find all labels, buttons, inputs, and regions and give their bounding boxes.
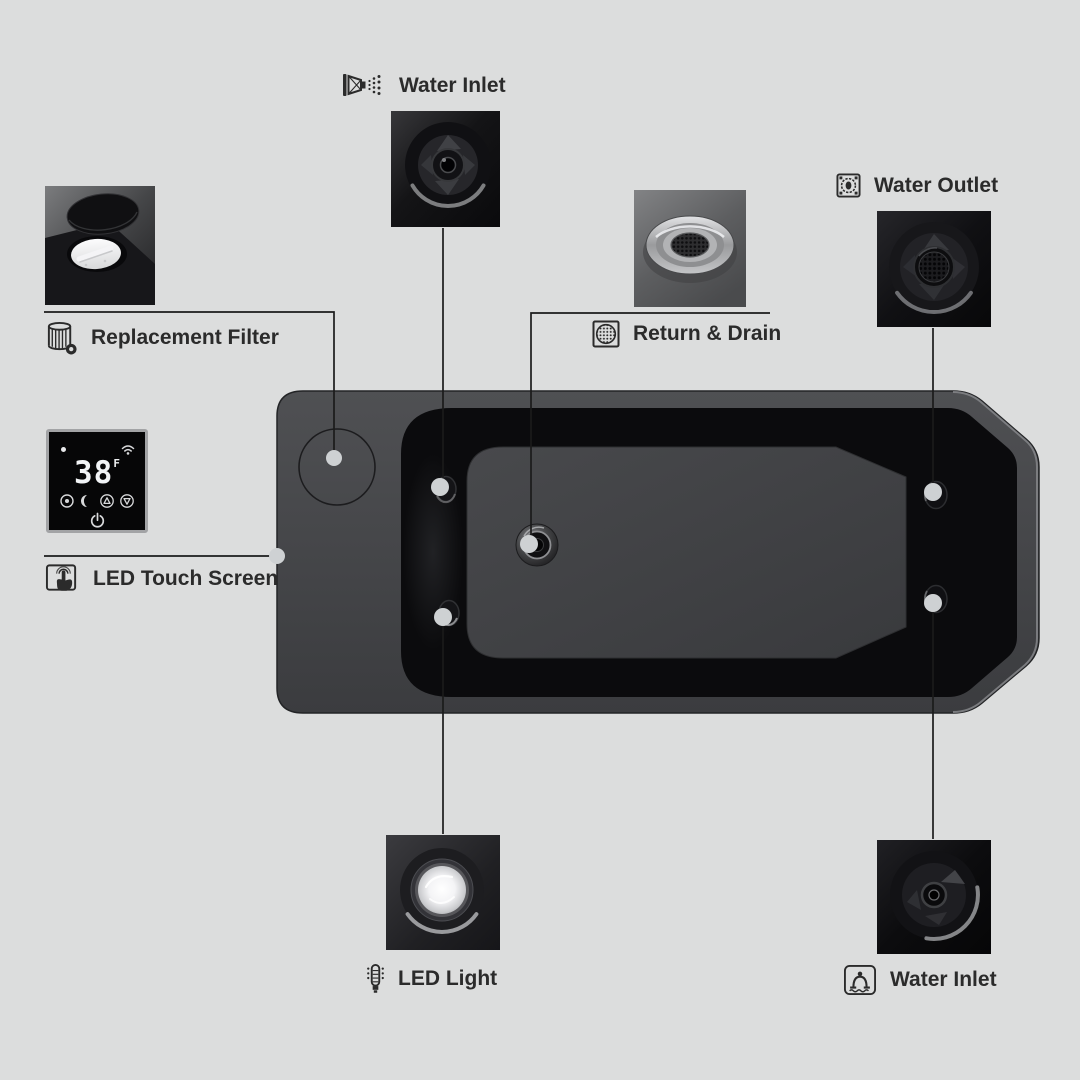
led-touchscreen-display: 38 F — [46, 429, 148, 533]
callout-water-inlet-bottom: Water Inlet — [843, 964, 997, 996]
screen-buttons-row — [58, 493, 136, 509]
indicator-dot-icon — [61, 446, 66, 452]
temp-down-icon — [120, 494, 134, 508]
wifi-icon — [121, 445, 135, 455]
filter-location-outline — [298, 428, 376, 506]
connector-line-replacement-filter — [44, 311, 335, 452]
callout-water-inlet-top: Water Inlet — [342, 71, 506, 101]
callout-label: Replacement Filter — [91, 326, 279, 349]
callout-label: Return & Drain — [633, 322, 782, 345]
temperature-readout: 38 F — [58, 456, 136, 490]
callout-label: Water Outlet — [874, 173, 999, 197]
tub-floor — [466, 446, 907, 659]
connector-dots — [269, 450, 942, 626]
connector-dot-replacement-filter — [326, 450, 342, 466]
connector-lines — [44, 228, 934, 839]
square-drain-icon — [836, 173, 861, 198]
jet-mode-icon — [60, 494, 74, 508]
round-drain-icon — [592, 320, 620, 348]
callout-label: Water Inlet — [399, 74, 506, 97]
connector-dot-led-touch-screen — [269, 548, 285, 564]
photo-return-drain — [634, 190, 746, 307]
filter-cartridge-icon — [47, 321, 77, 355]
connector-line-return-drain — [530, 312, 770, 540]
callout-label: LED Light — [398, 967, 498, 990]
photo-water-inlet-bottom — [877, 840, 991, 954]
connector-dot-water-inlet-bottom — [924, 594, 942, 612]
photo-replacement-filter — [45, 186, 155, 305]
connector-dot-water-inlet-top — [431, 478, 449, 496]
spray-nozzle-icon — [343, 74, 381, 96]
fountain-inlet-icon — [844, 964, 876, 996]
callout-led-touch-screen: LED Touch Screen — [45, 561, 278, 597]
photo-water-outlet — [877, 211, 991, 327]
callout-led-light: LED Light — [366, 963, 497, 995]
temperature-unit: F — [113, 457, 120, 470]
temperature-value: 38 — [74, 455, 114, 491]
photo-led-light — [386, 835, 500, 950]
callout-label: Water Inlet — [890, 968, 997, 991]
connector-dot-return-drain — [520, 535, 538, 553]
power-button-row — [58, 512, 136, 529]
temp-up-icon — [100, 494, 114, 508]
photo-water-inlet-top — [391, 111, 500, 227]
callout-replacement-filter: Replacement Filter — [45, 320, 279, 356]
tub-top-view — [276, 390, 1040, 714]
callout-return-drain: Return & Drain — [592, 320, 781, 348]
night-mode-icon — [81, 495, 87, 507]
callout-label: LED Touch Screen — [93, 567, 279, 590]
connector-dot-led-light — [434, 608, 452, 626]
callout-water-outlet: Water Outlet — [836, 173, 998, 198]
screen-status-row — [58, 443, 136, 455]
tub-rim-highlight — [952, 391, 1038, 713]
touch-screen-icon — [45, 564, 77, 591]
power-icon — [90, 512, 104, 528]
led-bulb-icon — [367, 963, 384, 993]
connector-dot-water-outlet — [924, 483, 942, 501]
